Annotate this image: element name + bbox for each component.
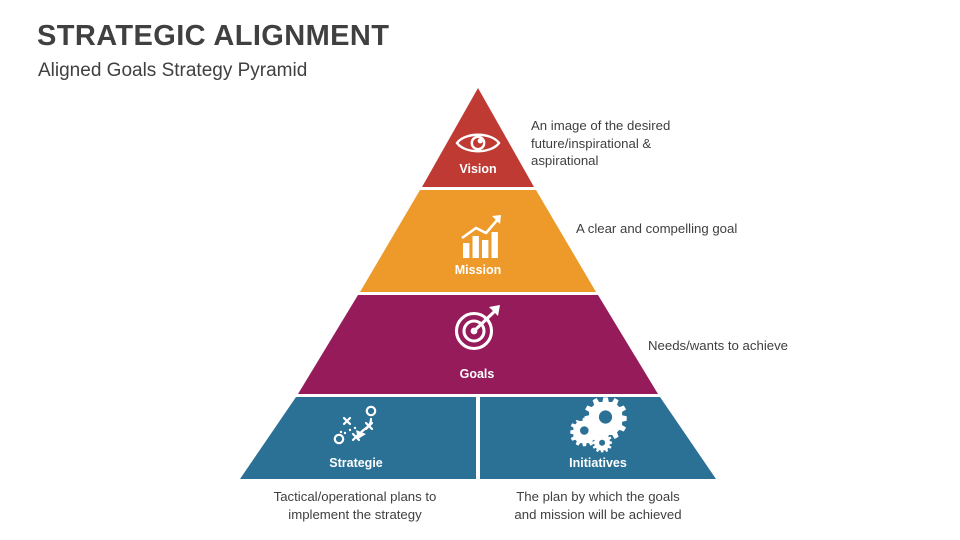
bottom-caption-strategie-line2: implement the strategy bbox=[288, 506, 422, 522]
tier-label-vision: Vision bbox=[459, 162, 497, 176]
tier-label-goals: Goals bbox=[459, 367, 495, 381]
bottom-caption-initiatives-line2: and mission will be achieved bbox=[514, 506, 682, 522]
page-subtitle: Aligned Goals Strategy Pyramid bbox=[38, 60, 308, 81]
side-caption-mission-line1: A clear and compelling goal bbox=[576, 221, 738, 236]
bottom-caption-strategie-line1: Tactical/operational plans to bbox=[273, 489, 437, 504]
tier-label-initiatives: Initiatives bbox=[569, 456, 627, 470]
side-caption-goals-line1: Needs/wants to achieve bbox=[648, 338, 789, 353]
side-caption-vision: An image of the desired future/inspirati… bbox=[531, 117, 741, 170]
bottom-caption-initiatives: The plan by which the goals and mission … bbox=[468, 488, 728, 523]
side-caption-vision-line1: An image of the desired bbox=[531, 118, 671, 133]
playbook-tactics-icon bbox=[333, 405, 377, 445]
tier-label-mission: Mission bbox=[454, 263, 502, 277]
growth-chart-icon bbox=[461, 215, 501, 258]
side-caption-vision-line3: aspirational bbox=[531, 153, 599, 169]
page-title: STRATEGIC ALIGNMENT bbox=[37, 20, 390, 52]
gears-icon bbox=[570, 397, 627, 453]
side-caption-mission: A clear and compelling goal bbox=[576, 220, 816, 238]
pyramid-tier-goals[interactable] bbox=[298, 295, 658, 394]
tier-label-strategie: Strategie bbox=[329, 456, 383, 470]
eye-icon bbox=[455, 133, 501, 153]
side-caption-vision-line2: future/inspirational & bbox=[531, 135, 652, 151]
bottom-caption-strategie: Tactical/operational plans to implement … bbox=[230, 488, 480, 523]
bottom-caption-initiatives-line1: The plan by which the goals bbox=[516, 489, 680, 504]
target-arrow-icon bbox=[454, 305, 500, 351]
side-caption-goals: Needs/wants to achieve bbox=[648, 337, 878, 355]
